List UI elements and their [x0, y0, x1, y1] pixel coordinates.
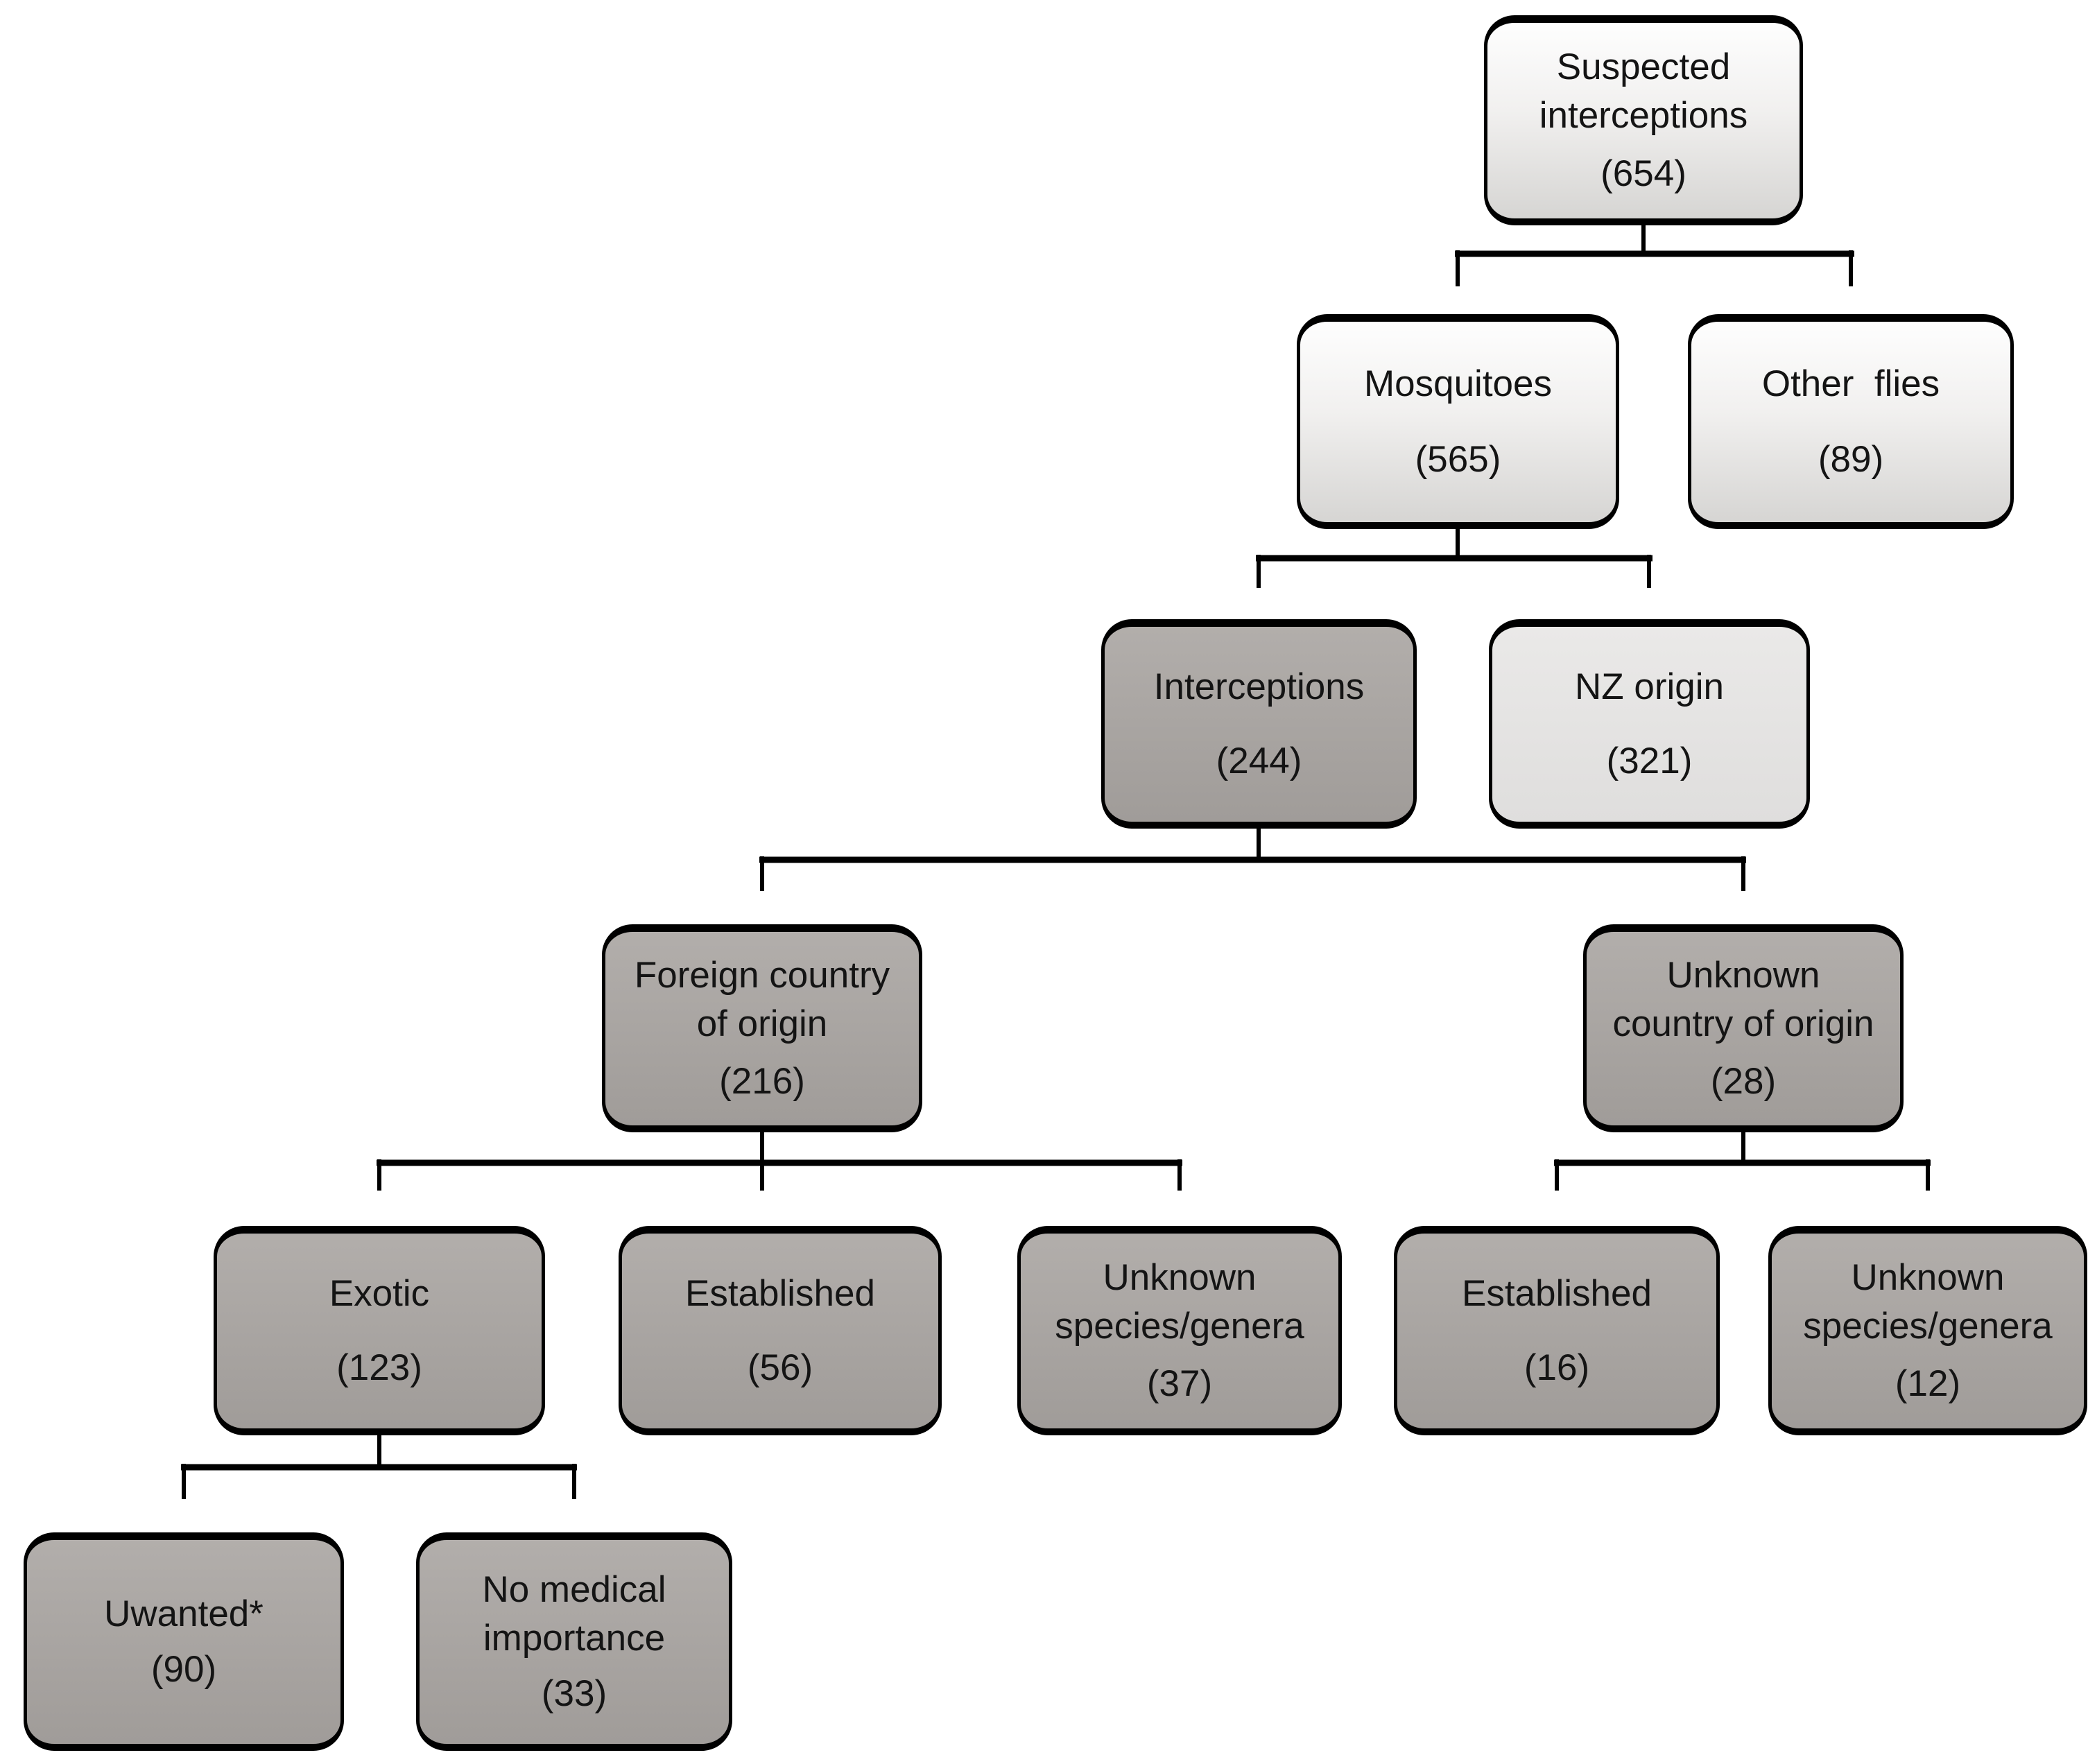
node-count: (565)	[1415, 439, 1501, 481]
connector-suspected-to-row2	[1455, 225, 1854, 286]
node-count: (56)	[747, 1347, 813, 1388]
node-uwanted: Uwanted* (90)	[24, 1532, 344, 1751]
node-label: Other flies	[1761, 363, 1940, 405]
node-interceptions: Interceptions (244)	[1101, 619, 1417, 829]
node-count: (16)	[1524, 1347, 1590, 1388]
node-label: Exotic	[329, 1273, 430, 1315]
node-count: (654)	[1600, 153, 1686, 194]
node-unknown-species-unknown: Unknown species/genera (12)	[1768, 1226, 2087, 1435]
node-established-foreign: Established (56)	[619, 1226, 942, 1435]
node-count: (28)	[1710, 1060, 1777, 1102]
node-label: Foreign country of origin	[634, 955, 890, 1045]
node-count: (90)	[150, 1649, 217, 1690]
node-established-unknown: Established (16)	[1394, 1226, 1720, 1435]
connector-interceptions-to-row4	[759, 829, 1746, 891]
node-nz-origin: NZ origin (321)	[1489, 619, 1810, 829]
connector-unknowncountry-to-row5	[1554, 1132, 1931, 1191]
node-unknown-species-foreign: Unknown species/genera (37)	[1017, 1226, 1342, 1435]
node-label: Unknown species/genera	[1803, 1257, 2053, 1347]
node-exotic: Exotic (123)	[214, 1226, 545, 1435]
node-other-flies: Other flies (89)	[1688, 314, 2014, 529]
connector-mosquitoes-to-row3	[1256, 529, 1652, 588]
node-suspected-interceptions: Suspected interceptions (654)	[1484, 15, 1803, 225]
node-label: NZ origin	[1574, 666, 1724, 708]
connector-exotic-to-row6	[181, 1435, 577, 1499]
node-count: (244)	[1216, 740, 1302, 781]
node-count: (12)	[1895, 1363, 1961, 1404]
node-label: Mosquitoes	[1363, 363, 1553, 405]
node-label: Unknown country of origin	[1612, 955, 1874, 1045]
connector-foreign-to-row5	[377, 1132, 1182, 1191]
node-mosquitoes: Mosquitoes (565)	[1297, 314, 1619, 529]
node-label: No medical importance	[482, 1569, 666, 1659]
node-no-medical-importance: No medical importance (33)	[416, 1532, 732, 1751]
node-count: (321)	[1606, 740, 1693, 781]
node-count: (123)	[336, 1347, 422, 1388]
node-label: Unknown species/genera	[1055, 1257, 1304, 1347]
node-count: (33)	[541, 1672, 607, 1714]
node-foreign-country-of-origin: Foreign country of origin (216)	[602, 924, 922, 1132]
node-label: Established	[684, 1273, 875, 1315]
node-unknown-country-of-origin: Unknown country of origin (28)	[1583, 924, 1904, 1132]
node-label: Suspected interceptions	[1539, 46, 1748, 137]
node-count: (216)	[719, 1060, 805, 1102]
node-label: Established	[1461, 1273, 1652, 1315]
node-count: (89)	[1818, 439, 1884, 481]
node-label: Uwanted*	[104, 1593, 264, 1635]
node-count: (37)	[1146, 1363, 1213, 1404]
node-label: Interceptions	[1153, 666, 1365, 708]
